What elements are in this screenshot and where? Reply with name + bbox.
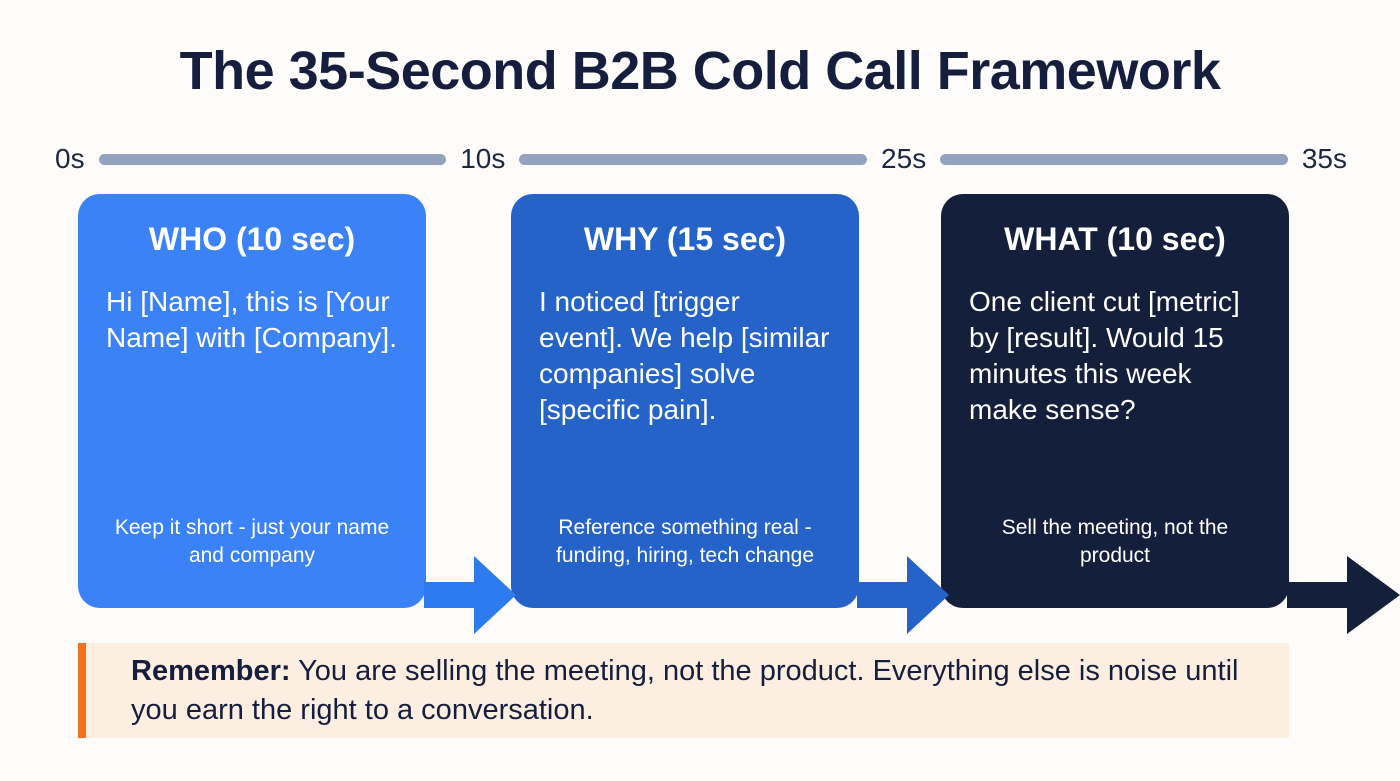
callout-text: Remember: You are selling the meeting, n…: [86, 652, 1289, 729]
framework-steps: WHO (10 sec) Hi [Name], this is [Your Na…: [0, 194, 1400, 634]
step-heading-why: WHY (15 sec): [583, 221, 787, 257]
timeline: 0s 10s 25s 35s: [55, 140, 1347, 178]
timeline-mark-10s: 10s: [460, 143, 506, 174]
step-hint-who: Keep it short - just your name and compa…: [114, 516, 390, 568]
step-card-why: WHY (15 sec) I noticed [trigger event]. …: [511, 194, 859, 608]
step-card-who: WHO (10 sec) Hi [Name], this is [Your Na…: [78, 194, 426, 608]
timeline-mark-35s: 35s: [1301, 143, 1348, 174]
arrow-right-icon: [857, 556, 949, 634]
step-script-what: One client cut [metric] by [result]. Wou…: [969, 286, 1240, 425]
step-script-why: I noticed [trigger event]. We help [simi…: [539, 286, 830, 425]
step-hint-what: Sell the meeting, not the product: [1001, 516, 1229, 568]
timeline-segment-1: [98, 153, 447, 165]
step-script-who: Hi [Name], this is [Your Name] with [Com…: [106, 286, 397, 354]
timeline-segment-2: [519, 153, 868, 165]
timeline-mark-0s: 0s: [55, 143, 85, 174]
callout-lead: Remember:: [131, 654, 291, 687]
callout-accent-bar: [78, 643, 86, 738]
timeline-segment-3: [940, 153, 1288, 165]
arrow-right-icon: [424, 556, 516, 634]
callout-remember: Remember: You are selling the meeting, n…: [78, 643, 1289, 738]
step-heading-what: WHAT (10 sec): [1004, 221, 1226, 257]
step-card-what: WHAT (10 sec) One client cut [metric] by…: [941, 194, 1289, 608]
step-hint-why: Reference something real - funding, hiri…: [555, 516, 815, 568]
timeline-mark-25s: 25s: [881, 143, 927, 174]
page-title: The 35-Second B2B Cold Call Framework: [179, 41, 1221, 101]
callout-body: You are selling the meeting, not the pro…: [131, 654, 1239, 726]
arrow-right-icon: [1287, 556, 1400, 634]
step-heading-who: WHO (10 sec): [148, 221, 356, 257]
